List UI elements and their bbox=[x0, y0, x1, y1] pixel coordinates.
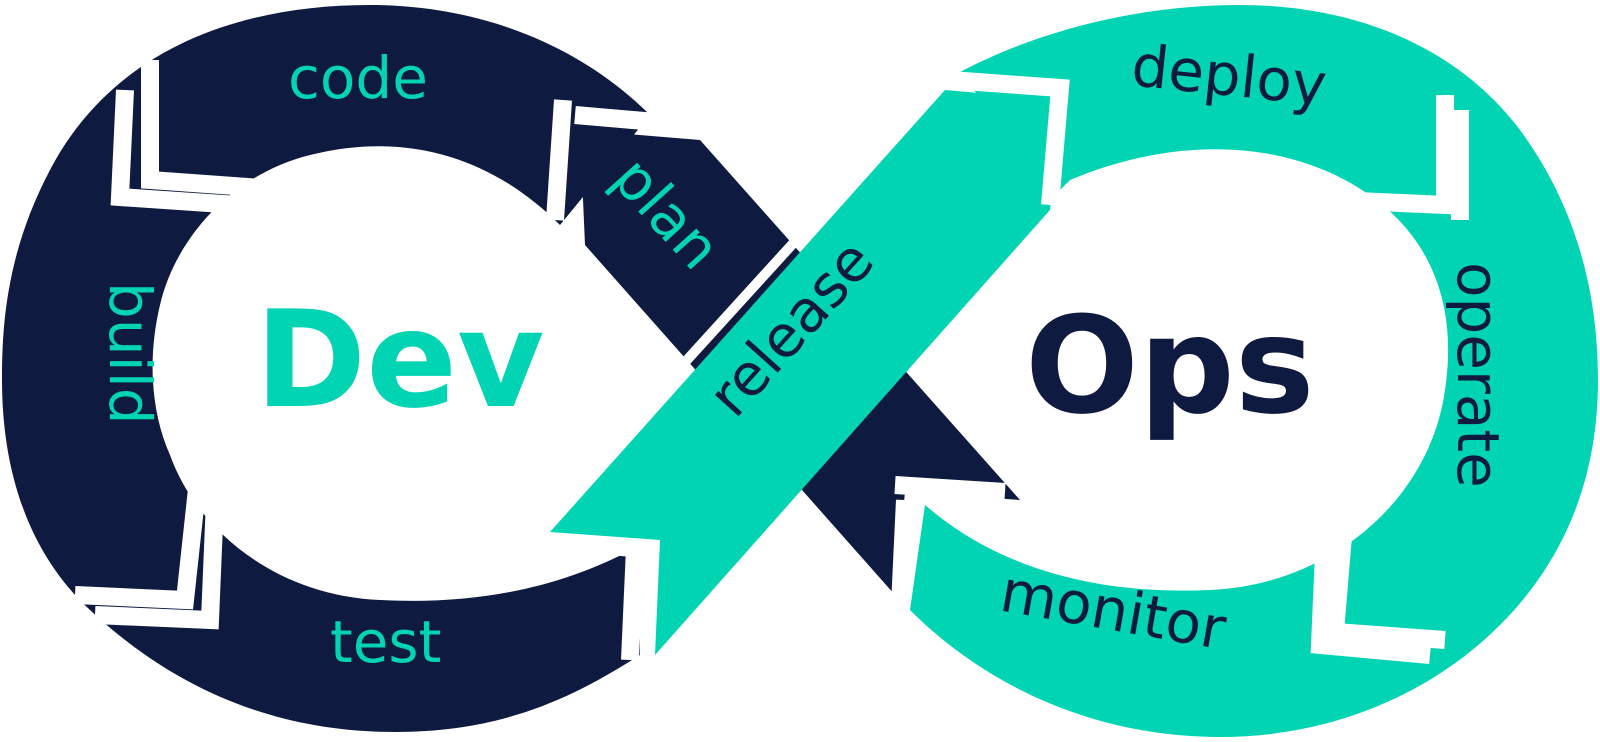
segment-separators bbox=[74, 60, 1469, 664]
ops-title: Ops bbox=[1025, 288, 1315, 444]
band-divider bbox=[531, 89, 934, 531]
label-operate: operate bbox=[1444, 262, 1512, 488]
ops-crossover-band bbox=[550, 90, 1060, 655]
label-code: code bbox=[288, 44, 428, 112]
label-build: build bbox=[96, 282, 164, 425]
label-test: test bbox=[330, 608, 441, 676]
ops-loop-ring bbox=[910, 5, 1598, 737]
dev-title: Dev bbox=[255, 282, 544, 438]
